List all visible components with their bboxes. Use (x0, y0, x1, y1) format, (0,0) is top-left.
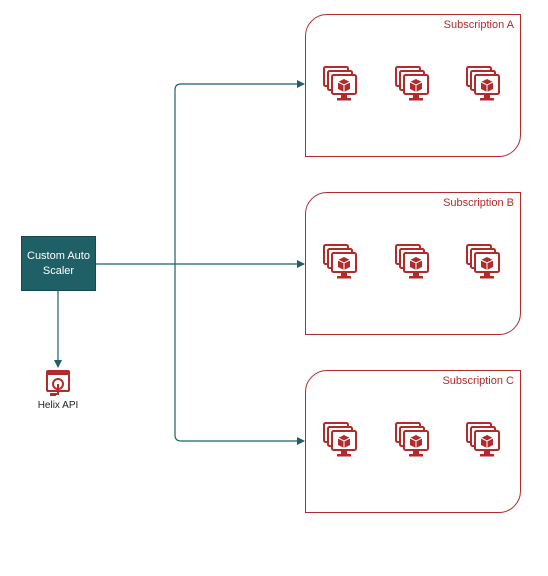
custom-auto-scaler-label: Custom Auto Scaler (27, 249, 90, 277)
connector-trunk (174, 80, 305, 91)
vm-scale-set-icon (322, 421, 362, 461)
vm-scale-set-icon (394, 243, 434, 283)
helix-api-label: Helix API (37, 400, 79, 411)
vm-scale-set-icon (322, 65, 362, 105)
vm-scale-set-icon (465, 243, 505, 283)
vm-scale-set-icon (322, 243, 362, 283)
api-gateway-icon (46, 370, 70, 396)
vm-scale-set-icon (465, 65, 505, 105)
subscription-c-title: Subscription C (442, 375, 514, 387)
vm-scale-set-icon (394, 65, 434, 105)
subscription-b-title: Subscription B (443, 197, 514, 209)
custom-auto-scaler-node: Custom Auto Scaler (21, 236, 96, 291)
subscription-a-title: Subscription A (443, 19, 514, 31)
vm-scale-set-icon (465, 421, 505, 461)
vm-scale-set-icon (394, 421, 434, 461)
connector-to-sub-a (174, 90, 305, 445)
